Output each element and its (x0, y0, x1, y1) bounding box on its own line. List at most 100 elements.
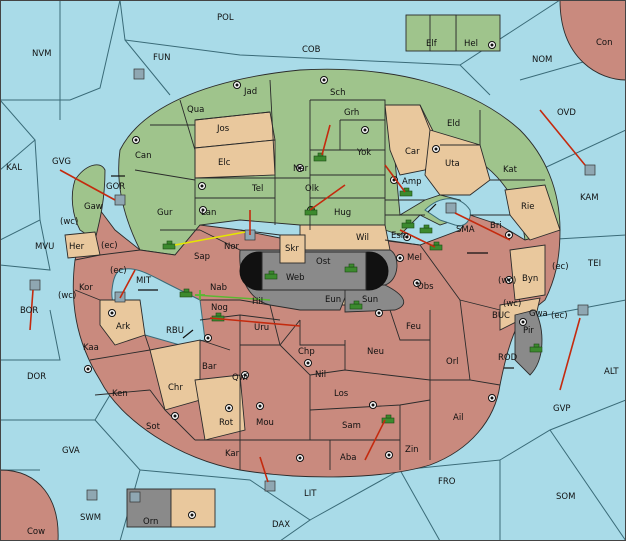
label-gva: GVA (62, 446, 80, 456)
label-kam: KAM (580, 193, 599, 203)
army-unit[interactable] (381, 414, 395, 424)
svg-text:(ec): (ec) (552, 262, 569, 272)
army-unit[interactable] (264, 270, 278, 280)
label-bor: BOR (20, 306, 38, 316)
label-lit: LIT (304, 489, 317, 499)
fleet-unit[interactable] (129, 491, 141, 503)
svg-text:Jos: Jos (216, 124, 230, 134)
label-cow: Cow (27, 527, 45, 537)
svg-text:Rot: Rot (219, 418, 234, 428)
svg-text:Nab: Nab (210, 283, 227, 293)
svg-text:Elf: Elf (426, 39, 438, 49)
label-gvp: GVP (553, 404, 571, 414)
svg-text:Gur: Gur (157, 208, 173, 218)
fleet-unit[interactable] (577, 304, 589, 316)
army-unit[interactable] (344, 263, 358, 273)
label-fro: FRO (438, 477, 456, 487)
svg-text:GOR: GOR (106, 182, 125, 192)
label-fun: FUN (153, 53, 170, 63)
svg-text:Obs: Obs (417, 282, 434, 292)
label-nvm: NVM (32, 49, 52, 59)
svg-text:Eun: Eun (325, 295, 341, 305)
label-mit: MIT (136, 276, 152, 286)
label-ovd: OVD (557, 108, 576, 118)
svg-text:Hug: Hug (334, 208, 351, 218)
svg-text:Neu: Neu (367, 347, 384, 357)
svg-text:Sch: Sch (330, 88, 345, 98)
svg-text:Ail: Ail (453, 413, 464, 423)
army-unit[interactable] (429, 241, 443, 251)
fleet-unit[interactable] (114, 194, 126, 206)
label-dor: DOR (27, 372, 46, 382)
svg-text:Tel: Tel (251, 184, 263, 194)
svg-text:Gaw: Gaw (84, 202, 103, 212)
army-unit[interactable] (313, 152, 327, 162)
label-som: SOM (556, 492, 575, 502)
province-orn[interactable] (170, 488, 216, 528)
svg-text:Lan: Lan (201, 208, 216, 218)
army-unit[interactable] (162, 240, 176, 250)
army-unit[interactable] (401, 219, 415, 229)
svg-text:Can: Can (135, 151, 152, 161)
svg-text:Los: Los (334, 389, 349, 399)
svg-text:Sam: Sam (342, 421, 361, 431)
svg-text:Skr: Skr (285, 244, 299, 254)
army-unit[interactable] (179, 288, 193, 298)
svg-text:Kaa: Kaa (83, 343, 99, 353)
svg-text:SMA: SMA (456, 225, 475, 235)
svg-text:Ken: Ken (112, 389, 128, 399)
army-unit[interactable] (419, 224, 433, 234)
svg-text:Kor: Kor (79, 283, 93, 293)
province-web-ost[interactable] (261, 251, 367, 291)
fleet-unit[interactable] (86, 489, 98, 501)
svg-text:Olk: Olk (305, 184, 319, 194)
svg-text:Mou: Mou (256, 418, 274, 428)
svg-text:(wc): (wc) (498, 276, 516, 286)
label-rbu: RBU (166, 326, 184, 336)
svg-text:Elc: Elc (218, 158, 231, 168)
army-unit[interactable] (529, 343, 543, 353)
svg-text:Byn: Byn (522, 274, 538, 284)
svg-text:Bar: Bar (202, 362, 217, 372)
province-rie[interactable] (504, 184, 561, 241)
svg-text:(wc): (wc) (58, 291, 76, 301)
svg-text:Amp: Amp (402, 177, 422, 187)
svg-text:Orn: Orn (143, 517, 158, 527)
fleet-unit[interactable] (133, 68, 145, 80)
province-sot[interactable] (194, 374, 246, 441)
army-unit[interactable] (349, 300, 363, 310)
svg-text:Car: Car (405, 147, 420, 157)
label-wc-1: (wc) (60, 217, 78, 227)
svg-text:Aba: Aba (340, 453, 356, 463)
north-islands (405, 14, 501, 52)
svg-text:Her: Her (69, 242, 85, 252)
province-pir[interactable] (514, 309, 543, 376)
fleet-unit[interactable] (29, 279, 41, 291)
svg-text:Uru: Uru (254, 323, 269, 333)
fleet-unit[interactable] (445, 202, 457, 214)
label-kal: KAL (6, 163, 22, 173)
province-byn[interactable] (509, 244, 546, 301)
units (162, 152, 543, 424)
svg-text:Nog: Nog (211, 303, 228, 313)
svg-text:Web: Web (286, 273, 305, 283)
svg-text:Qua: Qua (187, 105, 204, 115)
svg-text:Pir: Pir (523, 326, 534, 336)
svg-text:Chp: Chp (298, 347, 315, 357)
svg-text:Rie: Rie (521, 202, 535, 212)
label-rod: ROD (498, 353, 518, 363)
province-con[interactable] (559, 0, 626, 81)
label-dax: DAX (272, 520, 290, 530)
svg-text:Kar: Kar (225, 449, 240, 459)
army-unit[interactable] (399, 187, 413, 197)
svg-text:Esm: Esm (391, 231, 409, 241)
svg-text:Qwi: Qwi (232, 373, 248, 383)
svg-text:Mel: Mel (407, 253, 422, 263)
province-gaw[interactable] (71, 164, 106, 241)
province-wil[interactable] (299, 224, 391, 251)
fleet-unit[interactable] (264, 480, 276, 492)
svg-text:Sun: Sun (362, 295, 378, 305)
fleet-unit[interactable] (584, 164, 596, 176)
label-mvu: MVU (35, 242, 54, 252)
